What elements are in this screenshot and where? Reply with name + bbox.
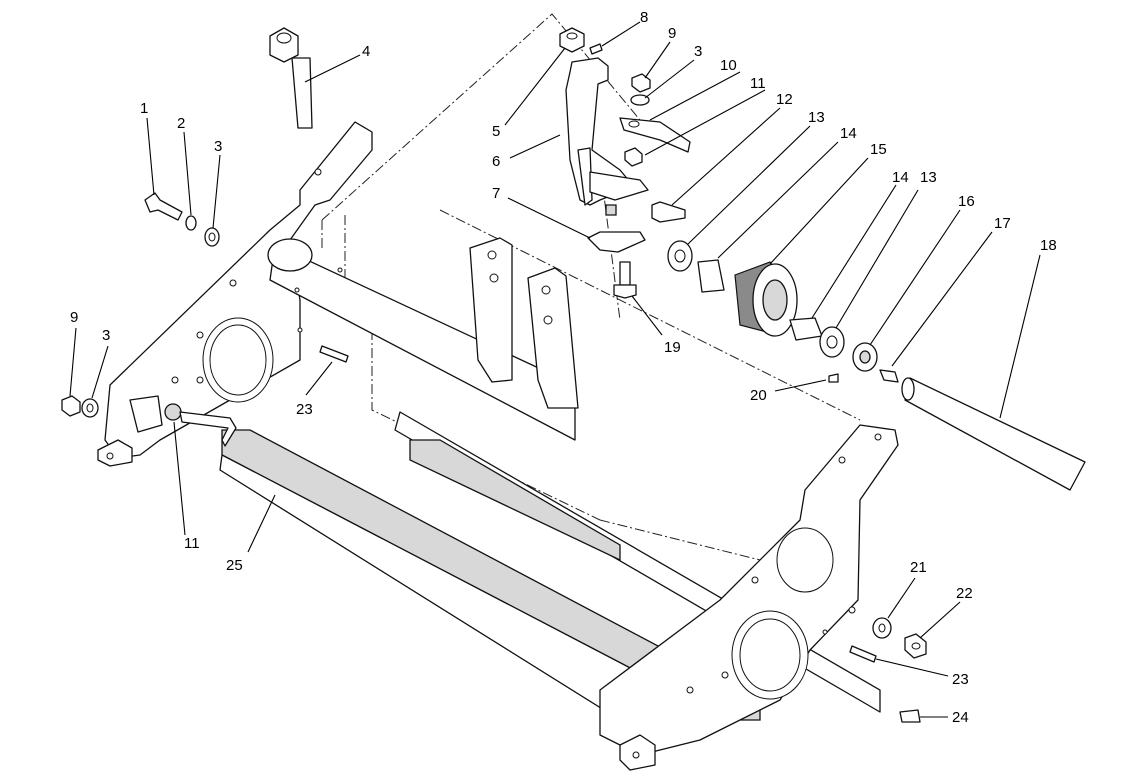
callout-9-b: 9 (70, 309, 78, 326)
leader-lines-left (69, 327, 109, 399)
callout-20: 20 (750, 387, 767, 404)
callout-1: 1 (140, 100, 148, 117)
callout-24: 24 (952, 709, 969, 726)
callout-22: 22 (956, 585, 973, 602)
height-adjust-stud (269, 27, 313, 129)
callout-3: 3 (214, 138, 222, 155)
callout-2: 2 (177, 115, 185, 132)
callout-13: 13 (808, 109, 825, 126)
callout-13-b: 13 (920, 169, 937, 186)
callout-14: 14 (840, 125, 857, 142)
roller-bearing-stack (667, 240, 899, 383)
callout-8: 8 (640, 9, 648, 26)
left-roll-pin (297, 327, 349, 363)
callout-25: 25 (226, 557, 243, 574)
left-bolt-assembly (144, 192, 220, 247)
callout-18: 18 (1040, 237, 1057, 254)
callout-3-b: 3 (694, 43, 702, 60)
callout-21: 21 (910, 559, 927, 576)
callout-16: 16 (958, 193, 975, 210)
callout-7: 7 (492, 185, 500, 202)
callout-14-b: 14 (892, 169, 909, 186)
callout-3-c: 3 (102, 327, 110, 344)
cross-tube (267, 238, 576, 441)
callout-5: 5 (492, 123, 500, 140)
callout-19: 19 (664, 339, 681, 356)
left-side-plate (97, 121, 373, 467)
callout-11: 11 (750, 75, 766, 92)
callout-15: 15 (870, 141, 887, 158)
right-side-plate (599, 424, 899, 771)
leader-lines (146, 21, 1041, 718)
callout-6: 6 (492, 153, 500, 170)
callout-10: 10 (720, 57, 737, 74)
roller-shaft (901, 377, 1086, 491)
roller-bracket-assembly (559, 27, 691, 299)
callout-23-b: 23 (952, 671, 969, 688)
callout-4: 4 (362, 43, 370, 60)
left-nut-assembly (61, 395, 237, 447)
callout-labels: 1 2 3 4 5 6 7 8 9 3 10 11 12 13 14 15 14… (70, 9, 1057, 726)
callout-11-b: 11 (184, 535, 200, 552)
upright-brackets (469, 237, 579, 409)
callout-17: 17 (994, 215, 1011, 232)
right-fastener-assembly (822, 617, 927, 723)
callout-23: 23 (296, 401, 313, 418)
callout-9: 9 (668, 25, 676, 42)
callout-12: 12 (776, 91, 793, 108)
